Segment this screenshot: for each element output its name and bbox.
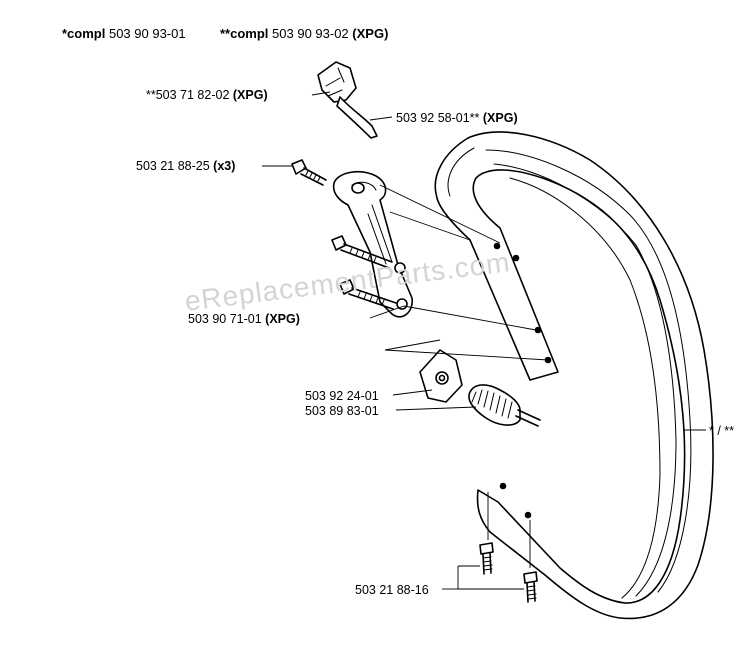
- label-503925801: 503 92 58-01** (XPG): [396, 111, 518, 125]
- compl-2-prefix: **compl: [220, 26, 269, 41]
- front-handle-bar: [434, 131, 714, 620]
- label-503218825: 503 21 88-25 (x3): [136, 159, 235, 173]
- compl-1-prefix: *compl: [62, 26, 106, 41]
- label-503922401: 503 92 24-01: [305, 389, 379, 403]
- clamp-plate: [419, 349, 463, 403]
- label-handle: * / **: [709, 424, 734, 438]
- screw-middle-lower: [339, 279, 397, 310]
- screw-bottom-left: [479, 542, 494, 575]
- label-503718202: **503 71 82-02 (XPG): [146, 88, 268, 102]
- screw-bottom-right: [523, 571, 538, 603]
- compl-2-suffix: (XPG): [352, 26, 389, 41]
- part-number: 503 89 83-01: [305, 404, 379, 418]
- handle-bracket: [332, 171, 413, 318]
- part-suffix: (x3): [213, 159, 236, 173]
- screw-middle-upper: [331, 235, 393, 269]
- part-suffix: (XPG): [265, 312, 300, 326]
- leader-lines: [262, 91, 706, 590]
- header-compl-2: **compl 503 90 93-02 (XPG): [220, 26, 388, 41]
- part-number: 503 90 71-01: [188, 312, 262, 326]
- compl-1-number: 503 90 93-01: [108, 26, 186, 41]
- header-compl-1: *compl 503 90 93-01: [62, 26, 186, 41]
- rubber-buffer-bracket: [317, 61, 378, 139]
- screw-top: [291, 159, 327, 186]
- part-number: 503 92 24-01: [305, 389, 379, 403]
- part-number: 503 21 88-25: [136, 159, 210, 173]
- compl-2-number: 503 90 93-02: [272, 26, 349, 41]
- label-503218816: 503 21 88-16: [355, 583, 429, 597]
- part-suffix: (XPG): [482, 111, 518, 125]
- label-503898301: 503 89 83-01: [305, 404, 379, 418]
- part-number: * / **: [709, 424, 735, 438]
- part-number: 503 21 88-16: [355, 583, 429, 597]
- anti-vibration-spring: [468, 384, 541, 427]
- part-number: 503 92 58-01**: [396, 111, 480, 125]
- part-number: **503 71 82-02: [146, 88, 230, 102]
- label-503907101: 503 90 71-01 (XPG): [188, 312, 300, 326]
- part-suffix: (XPG): [232, 88, 268, 102]
